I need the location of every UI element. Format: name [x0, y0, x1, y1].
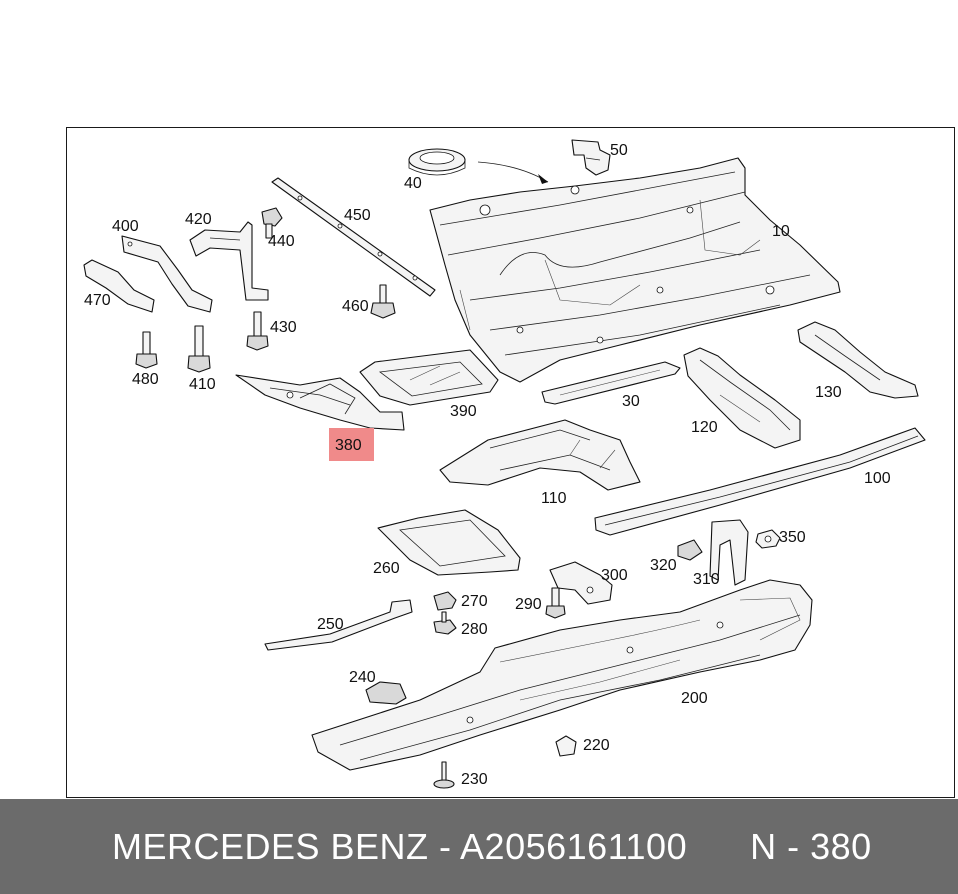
callout-280: 280: [461, 621, 488, 638]
callout-30: 30: [622, 393, 640, 410]
part-480-bolt: [135, 331, 158, 369]
callout-260: 260: [373, 560, 400, 577]
part-30-strip: [541, 361, 681, 405]
callout-10: 10: [772, 223, 790, 240]
highlight-box: [329, 428, 374, 461]
part-220-fastener: [555, 735, 577, 757]
callout-220: 220: [583, 737, 610, 754]
callout-430: 430: [270, 319, 297, 336]
callout-420: 420: [185, 211, 212, 228]
callout-460: 460: [342, 298, 369, 315]
callout-400: 400: [112, 218, 139, 235]
callout-390: 390: [450, 403, 477, 420]
callout-410: 410: [189, 376, 216, 393]
callout-300: 300: [601, 567, 628, 584]
part-390-plate: [359, 349, 499, 406]
footer-bar: [0, 799, 958, 894]
callout-100: 100: [864, 470, 891, 487]
part-310-bracket: [709, 519, 749, 586]
part-270-clip: [433, 591, 457, 611]
part-450-strip: [271, 177, 436, 297]
part-300-bracket: [549, 561, 613, 605]
part-420-bracket: [189, 221, 269, 301]
part-50-bracket: [571, 139, 611, 176]
part-410-bolt: [187, 325, 211, 373]
part-350-nut: [755, 529, 781, 549]
callout-250: 250: [317, 616, 344, 633]
part-100-sill: [594, 427, 926, 536]
part-40-grommet: [408, 148, 466, 176]
callout-120: 120: [691, 419, 718, 436]
part-130-rail: [797, 321, 919, 399]
part-250-rod: [264, 599, 413, 651]
callout-110: 110: [541, 490, 567, 507]
callout-470: 470: [84, 292, 111, 309]
callout-320: 320: [650, 557, 677, 574]
part-240-clip: [365, 681, 407, 705]
callout-380: 380: [335, 437, 362, 454]
callout-230: 230: [461, 771, 488, 788]
part-120-rail: [683, 347, 801, 449]
callout-50: 50: [610, 142, 628, 159]
callout-350: 350: [779, 529, 806, 546]
part-470-strap: [83, 259, 155, 313]
part-290-bolt: [545, 587, 566, 619]
callout-270: 270: [461, 593, 488, 610]
part-380-panel: [235, 374, 405, 431]
part-200-underbody-panel: [311, 579, 813, 771]
part-110-cross-member: [439, 419, 641, 491]
callout-40: 40: [404, 175, 422, 192]
callout-450: 450: [344, 207, 371, 224]
part-460-bolt: [370, 284, 396, 319]
part-10-floor-pan: [429, 157, 841, 383]
part-320-clip: [677, 539, 703, 561]
callout-440: 440: [268, 233, 295, 250]
arrow-line: [477, 161, 549, 183]
arrow-head: [538, 174, 548, 184]
callout-310: 310: [693, 571, 720, 588]
callout-240: 240: [349, 669, 376, 686]
part-430-bolt: [246, 311, 269, 351]
part-400-bracket: [121, 235, 213, 313]
part-280-fastener: [433, 611, 457, 635]
part-230-screw: [433, 761, 455, 789]
callout-480: 480: [132, 371, 159, 388]
footer-caption: MERCEDES BENZ - A2056161100 N - 380: [112, 826, 872, 867]
callout-290: 290: [515, 596, 542, 613]
callout-130: 130: [815, 384, 842, 401]
part-260-cover: [377, 509, 521, 576]
part-440-clip: [261, 207, 283, 239]
callout-200: 200: [681, 690, 708, 707]
